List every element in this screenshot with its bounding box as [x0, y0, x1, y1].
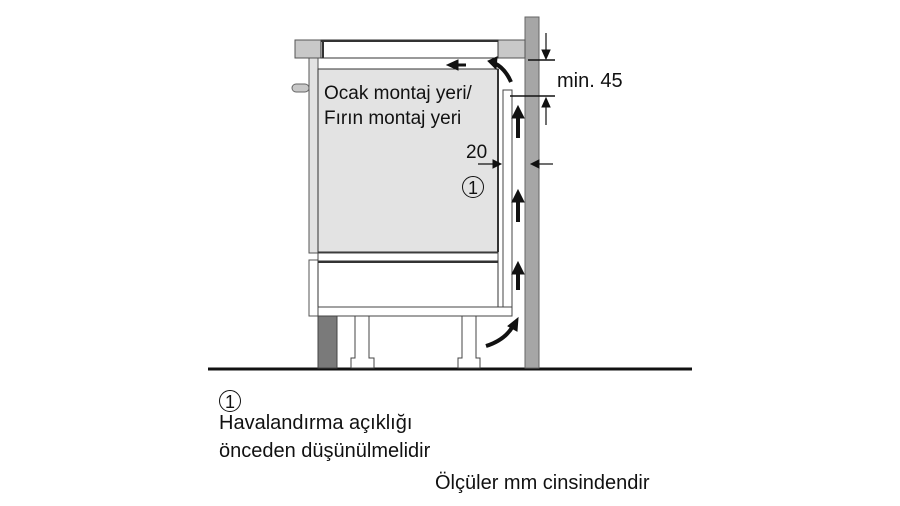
worktop-right [497, 39, 526, 59]
dimension-20-label: 20 [466, 142, 488, 163]
cabinet-label-line2: Fırın montaj yeri [324, 108, 462, 129]
side-wall [524, 16, 540, 369]
foot-right [457, 315, 481, 369]
handle [291, 83, 310, 93]
drawer [317, 260, 499, 308]
oven-front [317, 68, 499, 253]
legend-line2: önceden düşünülmelidir [219, 440, 431, 462]
airflow-arrows [445, 56, 525, 348]
hob-glass [320, 39, 499, 59]
dimension-min45 [510, 33, 555, 125]
plinth [317, 315, 338, 369]
drawer-left [308, 259, 319, 317]
cabinet-base [317, 306, 513, 317]
dimension-min45-label: min. 45 [557, 70, 623, 92]
legend-line1: Havalandırma açıklığı [219, 412, 413, 434]
cabinet-label-line1: Ocak montaj yeri/ [324, 83, 472, 104]
worktop-left [294, 39, 322, 59]
rear-panel [502, 89, 513, 309]
cabinet-side [308, 57, 319, 254]
callout-marker: 1 [462, 176, 484, 200]
foot-left [350, 315, 375, 369]
drawer-top [317, 252, 499, 262]
legend-marker: 1 [219, 390, 241, 414]
dimension-20 [478, 159, 553, 169]
units-note: Ölçüler mm cinsindendir [435, 472, 650, 494]
